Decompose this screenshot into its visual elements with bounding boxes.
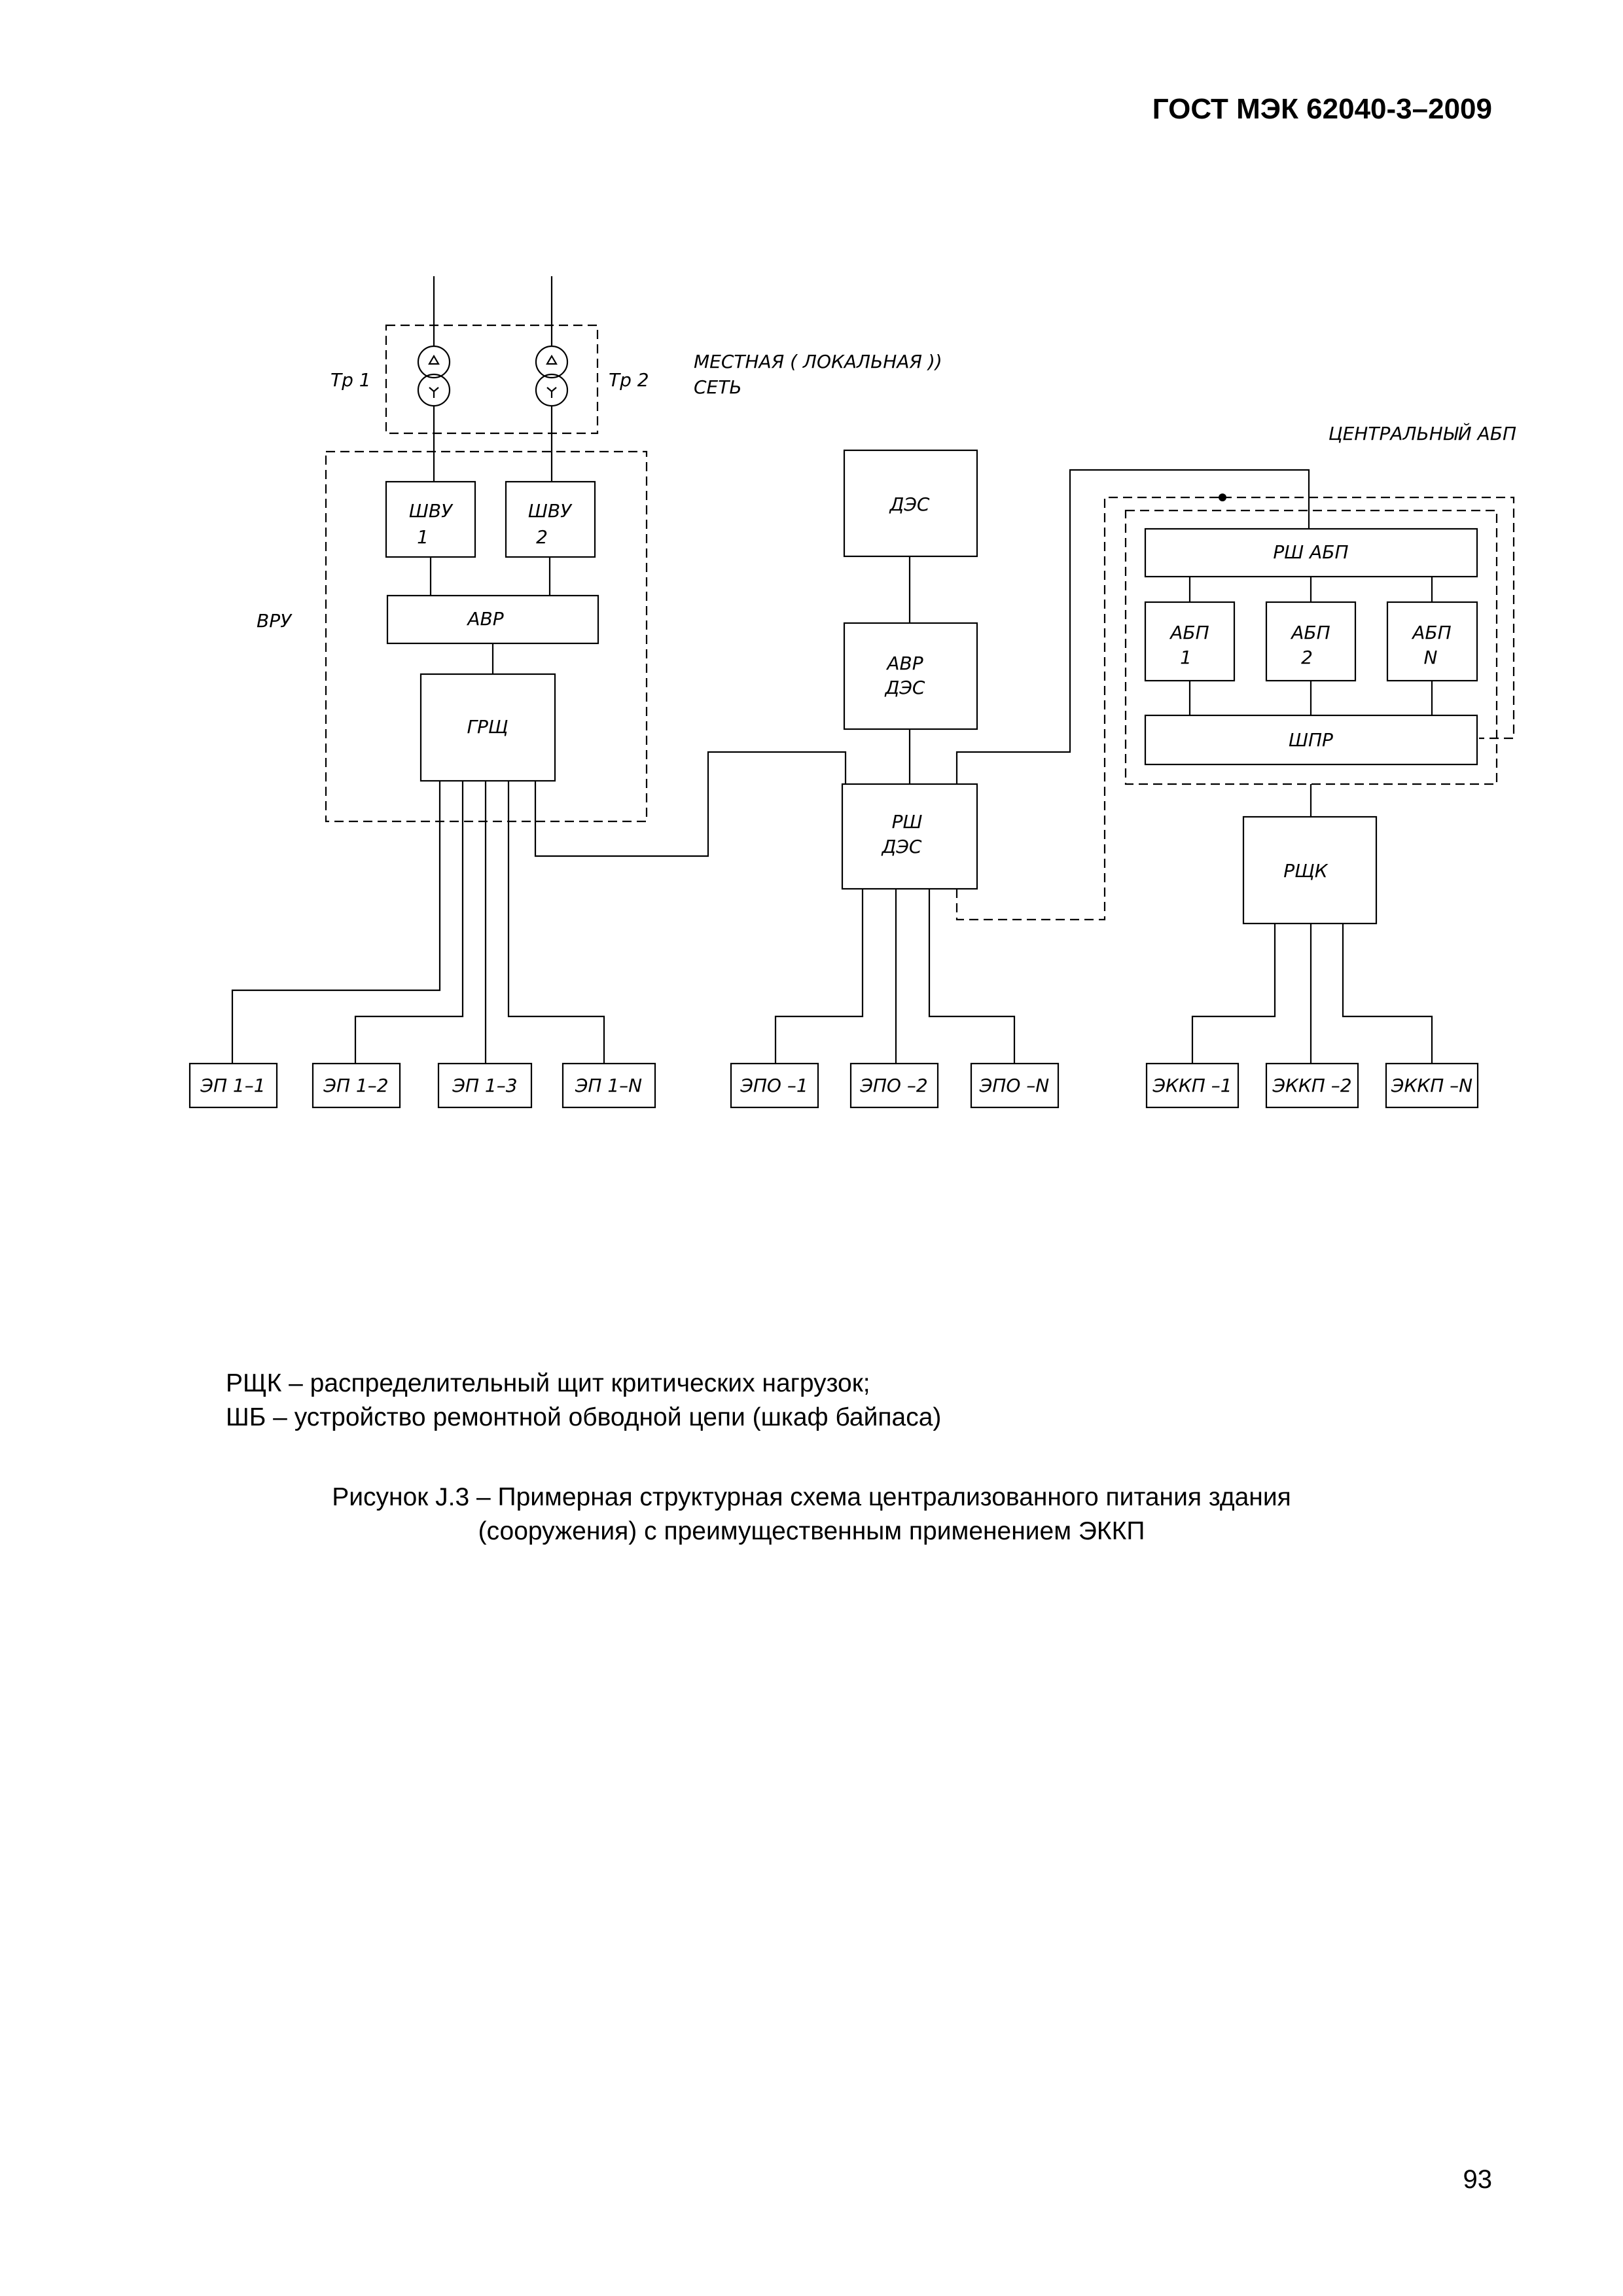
abp-n-number: N [1424, 647, 1438, 668]
shvu-2-label: ШВУ [528, 500, 573, 522]
transformers-enclosure [385, 324, 599, 435]
load-epo-1-label: ЭПО –1 [740, 1075, 808, 1096]
avr-des-label-1: АВР [885, 653, 923, 674]
shpr-label: ШПР [1289, 729, 1333, 751]
abp-2-number: 2 [1301, 647, 1313, 668]
shvu-2-block [505, 480, 596, 558]
avr-des-label-2: ДЭС [884, 677, 925, 698]
avr-des-block [843, 622, 978, 730]
grsch-label: ГРЩ [467, 716, 508, 738]
shvu-1-number: 1 [417, 526, 429, 548]
abp-1-number: 1 [1180, 647, 1192, 668]
abp-n-block [1386, 601, 1478, 682]
rsh-abp-label: РШ АБП [1273, 541, 1348, 563]
junction-dot [1219, 493, 1226, 501]
load-ekkp-1 [1145, 1062, 1240, 1109]
central-ups-enclosure [1124, 509, 1498, 785]
rschk-label: РЩК [1283, 860, 1329, 882]
standard-header: ГОСТ МЭК 62040-3–2009 [1152, 93, 1492, 125]
vru-label: ВРУ [257, 610, 293, 632]
rsh-des-block [841, 783, 978, 890]
shpr-block [1144, 714, 1478, 766]
load-ep1-2 [312, 1062, 401, 1109]
load-ep1-1 [188, 1062, 278, 1109]
avr-block [386, 594, 599, 645]
shvu-2-number: 2 [536, 526, 548, 548]
caption-line-1: Рисунок J.3 – Примерная структурная схем… [332, 1483, 1291, 1511]
central-ups-label: ЦЕНТРАЛЬНЫЙ АБП [1329, 422, 1516, 444]
load-ekkp-2 [1265, 1062, 1359, 1109]
abp-n-label: АБП [1411, 622, 1451, 643]
load-epo-1 [730, 1062, 819, 1109]
shvu-1-label: ШВУ [409, 500, 454, 522]
load-ep1-n-label: ЭП 1–N [575, 1075, 642, 1096]
abp-2-block [1265, 601, 1357, 682]
caption-line-2: (сооружения) с преимущественным применен… [478, 1517, 1145, 1545]
transformer-2-icon [535, 345, 569, 407]
legend-line-1: РЩК – распределительный щит критических … [226, 1369, 870, 1397]
abp-1-block [1144, 601, 1236, 682]
load-ep1-2-label: ЭП 1–2 [323, 1075, 388, 1096]
figure-caption: Рисунок J.3 – Примерная структурная схем… [0, 1480, 1623, 1549]
page-number: 93 [1463, 2165, 1493, 2194]
load-ekkp-n [1385, 1062, 1479, 1109]
grsch-block [419, 673, 556, 782]
abp-1-label: АБП [1169, 622, 1209, 643]
load-ep1-1-label: ЭП 1–1 [200, 1075, 265, 1096]
rsh-des-label-1: РШ [892, 811, 923, 833]
load-epo-2-label: ЭПО –2 [859, 1075, 927, 1096]
load-ekkp-2-label: ЭККП –2 [1272, 1075, 1351, 1096]
load-epo-2 [849, 1062, 939, 1109]
rsh-des-label-2: ДЭС [881, 836, 922, 857]
des-block [843, 449, 978, 558]
avr-label: АВР [466, 608, 503, 630]
load-ep1-n [562, 1062, 656, 1109]
tr1-label: Тр 1 [330, 369, 371, 391]
legend: РЩК – распределительный щит критических … [226, 1367, 941, 1435]
local-network-label-2: СЕТЬ [694, 376, 742, 398]
rschk-block [1242, 816, 1378, 925]
load-ekkp-n-label: ЭККП –N [1391, 1075, 1472, 1096]
load-ep1-3-label: ЭП 1–3 [452, 1075, 517, 1096]
local-network-label-1: МЕСТНАЯ ( ЛОКАЛЬНАЯ )) [694, 351, 942, 372]
load-epo-n-label: ЭПО –N [979, 1075, 1050, 1096]
des-label: ДЭС [889, 493, 930, 515]
load-ep1-3 [437, 1062, 533, 1109]
legend-line-2: ШБ – устройство ремонтной обводной цепи … [226, 1403, 942, 1431]
load-ekkp-1-label: ЭККП –1 [1152, 1075, 1232, 1096]
tr2-label: Тр 2 [609, 369, 649, 391]
load-epo-n [970, 1062, 1060, 1109]
transformer-1-icon [417, 345, 451, 407]
abp-2-label: АБП [1290, 622, 1330, 643]
